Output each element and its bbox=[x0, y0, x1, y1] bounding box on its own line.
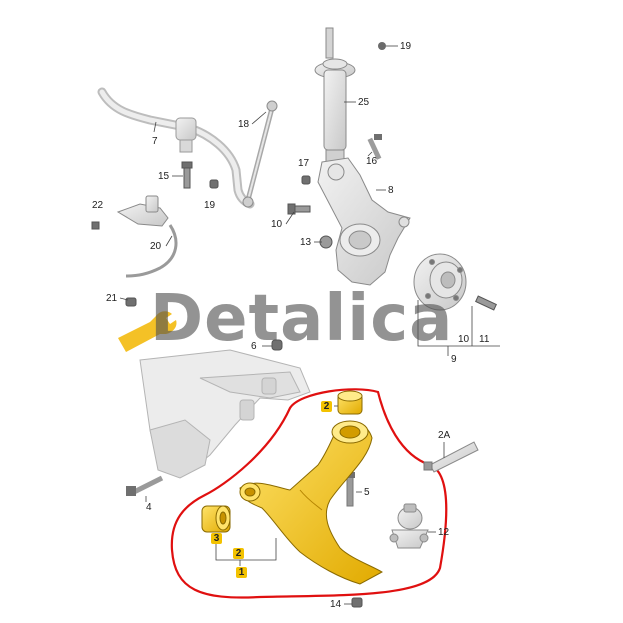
callout-4: 4 bbox=[146, 502, 152, 513]
callout-6: 6 bbox=[251, 341, 257, 352]
ball-joint bbox=[389, 503, 429, 549]
callout-17: 17 bbox=[298, 158, 310, 169]
callout-14: 14 bbox=[330, 599, 342, 610]
callout-16: 16 bbox=[366, 156, 378, 167]
callout-11: 11 bbox=[479, 334, 490, 345]
subframe bbox=[139, 349, 311, 479]
callout-5: 5 bbox=[364, 487, 370, 498]
brand-watermark: Detalica bbox=[150, 282, 454, 356]
bolt-4 bbox=[126, 475, 164, 496]
callout-21: 21 bbox=[106, 293, 118, 304]
callout-12: 12 bbox=[438, 527, 450, 538]
callout-8: 8 bbox=[388, 185, 394, 196]
badge-2: 2 bbox=[321, 401, 332, 412]
level-sensor bbox=[116, 195, 178, 278]
callout-18: 18 bbox=[238, 119, 250, 130]
strut bbox=[314, 27, 386, 165]
wrench-icon bbox=[118, 311, 177, 352]
callout-10: 10 bbox=[271, 219, 283, 230]
grease-tube bbox=[423, 441, 479, 473]
callout-10-hub: 10 bbox=[458, 334, 470, 345]
callout-20: 20 bbox=[150, 241, 162, 252]
highlight-outline bbox=[170, 388, 448, 599]
bolt-16 bbox=[367, 134, 382, 160]
callout-25: 25 bbox=[358, 97, 370, 108]
control-arm bbox=[239, 420, 384, 585]
small-bolts bbox=[91, 161, 497, 608]
steering-knuckle bbox=[317, 157, 411, 286]
bushing-rear bbox=[201, 505, 231, 533]
callout-9: 9 bbox=[451, 354, 457, 365]
stabilizer-bar bbox=[97, 87, 255, 209]
callout-19-lower: 19 bbox=[204, 200, 216, 211]
callout-22: 22 bbox=[92, 200, 104, 211]
callout-19: 19 bbox=[400, 41, 412, 52]
callout-7: 7 bbox=[152, 136, 158, 147]
wheel-hub bbox=[413, 253, 467, 311]
bushing-front bbox=[337, 390, 363, 415]
callout-2A: 2A bbox=[438, 430, 451, 441]
callout-15: 15 bbox=[158, 171, 170, 182]
callout-13: 13 bbox=[300, 237, 312, 248]
coupling-rod bbox=[242, 100, 278, 208]
badge-3: 3 bbox=[211, 533, 222, 544]
badge-1: 1 bbox=[236, 567, 247, 578]
badge-2-lower: 2 bbox=[233, 548, 244, 559]
leader-lines bbox=[119, 45, 500, 605]
